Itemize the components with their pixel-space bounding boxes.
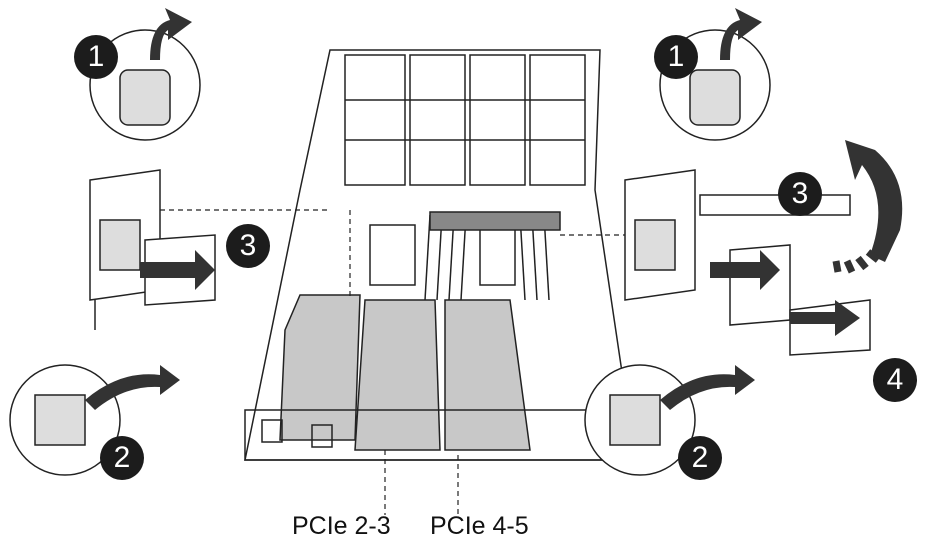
callout-right-step-1: 1 [654, 35, 698, 79]
riser-2 [354, 299, 441, 451]
callout-right-step-4: 4 [873, 358, 917, 402]
right-lock-arrow [660, 365, 755, 410]
label-pcie-4-5: PCIe 4-5 [430, 512, 529, 540]
riser-3 [444, 299, 531, 451]
callout-left-step-1: 1 [74, 35, 118, 79]
rotate-arrow-segments [832, 249, 881, 274]
right-slide-arrow-1 [710, 250, 780, 290]
callout-left-step-3: 3 [226, 224, 270, 268]
dimm-slots [369, 211, 561, 301]
callout-right-step-2: 2 [678, 436, 722, 480]
callout-right-step-3: 3 [778, 172, 822, 216]
left-riser-detail [89, 169, 216, 330]
left-lock-arrow [85, 365, 180, 410]
left-up-arrow [150, 8, 192, 60]
left-slide-arrow [140, 250, 215, 290]
callout-left-step-2: 2 [100, 436, 144, 480]
right-up-arrow [720, 8, 762, 60]
riser-1 [279, 294, 361, 441]
label-pcie-2-3: PCIe 2-3 [292, 512, 391, 540]
right-slide-arrow-2 [790, 300, 860, 336]
rotate-arrow [845, 140, 903, 262]
air-duct [344, 54, 586, 186]
